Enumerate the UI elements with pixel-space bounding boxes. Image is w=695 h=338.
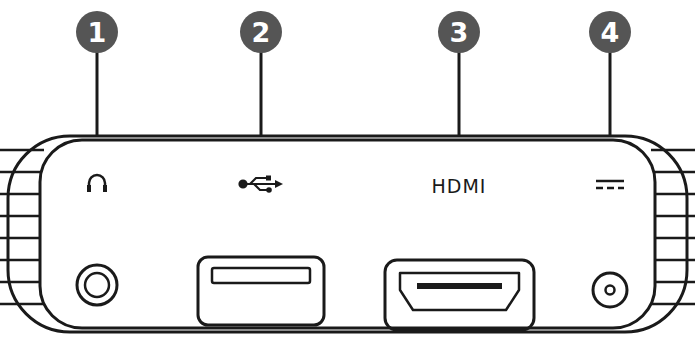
usb-icon (240, 176, 284, 193)
port-label-box: HDMI (430, 176, 489, 197)
rib (0, 193, 44, 196)
rib (651, 215, 695, 218)
rib (0, 237, 44, 240)
callout-circles (76, 11, 631, 53)
callout-number: 4 (601, 19, 620, 46)
rib (0, 215, 44, 218)
rib (0, 171, 44, 174)
callout-number-box: 4 (599, 18, 622, 47)
callout-number: 3 (450, 19, 469, 46)
callout-number: 1 (88, 19, 107, 46)
port-label: HDMI (432, 177, 487, 196)
rib (0, 149, 44, 152)
hdmi-port (385, 260, 534, 330)
rib (0, 259, 44, 262)
callout-number-box: 2 (250, 18, 273, 47)
rib (0, 303, 44, 306)
rib (651, 237, 695, 240)
rib (0, 281, 44, 284)
rib (651, 193, 695, 196)
housing (0, 136, 695, 332)
dc-jack (593, 273, 627, 307)
headphone-icon (87, 175, 107, 192)
rib (651, 149, 695, 152)
audio-jack (77, 265, 117, 305)
callout-number: 2 (252, 19, 271, 46)
rib (651, 303, 695, 306)
rib (651, 259, 695, 262)
dc-symbol (596, 181, 624, 188)
callout-number-box: 3 (448, 18, 471, 47)
callout-number-box: 1 (86, 18, 109, 47)
rib (651, 281, 695, 284)
rib (651, 171, 695, 174)
usb-port (198, 257, 324, 325)
